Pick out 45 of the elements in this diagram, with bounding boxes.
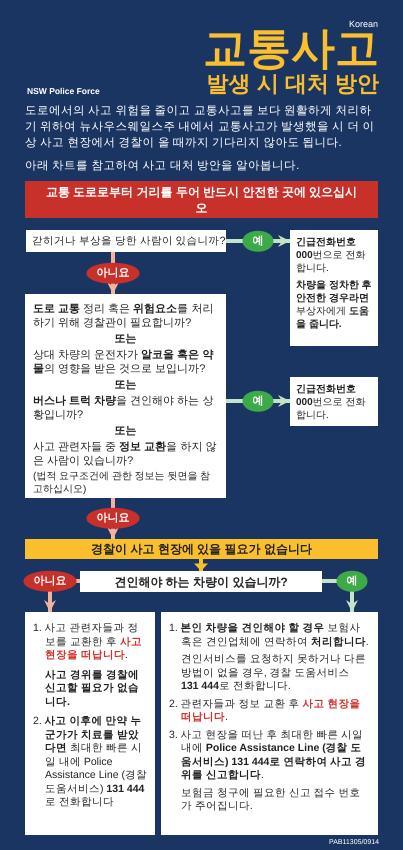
organisation-name: NSW Police Force [27, 85, 100, 98]
node-text: 상대 차량의 운전자가 알코올 혹은 약물의 영향을 받은 것으로 보입니까? [33, 348, 214, 376]
node-text: 3. 사고 현장을 떠난 후 최대한 빠른 시일 내에 Police Assistance Line (경찰 도움서비스) 131 444로 연락하여 사고 경위를 신고합니다. [169, 728, 368, 782]
node-text: 보험금 청구에 필요한 신고 접수 번호가 주어집니다. [180, 786, 362, 814]
instruction-box [161, 612, 378, 835]
intro-paragraph: 도로에서의 사고 위험을 줄이고 교통사고를 보다 원활하게 처리하기 위하여 뉴사우스웨일스주 내에서 교통사고가 발생했을 시 더 이상 사고 현장에서 경찰이 올 때까지 기다리지 않아도 됩니다. [25, 104, 376, 151]
node-text: 또는 [114, 424, 138, 438]
node-text: 견인해야 하는 차량이 있습니까? [114, 574, 288, 590]
node-text: 1. 사고 관련자들과 정보를 교환한 후 사고 현장을 떠납니다. [33, 622, 143, 662]
node-text: 2. 사고 이후에 만약 누군가가 치료를 받았다면 최대한 빠른 시일 내에 Police Assistance Line (경찰 도움서비스) 131 444로 전화합니다 [33, 715, 147, 810]
node-text: (법적 요구조건에 관한 정보는 뒷면을 참고하십시오) [33, 470, 212, 496]
node-text: 사고 관련자들 중 정보 교환을 하지 않은 사람이 있습니까? [33, 440, 218, 468]
node-text: 사고 경위를 경찰에 신고할 필요가 없습니다. [44, 668, 140, 709]
node-text: 경찰이 사고 현장에 있을 필요가 없습니다 [91, 541, 312, 558]
node-text: 1. 본인 차량을 견인해야 할 경우 보험사 혹은 견인업체에 연락하여 처리합니다. [169, 622, 370, 649]
node-text: 또는 [114, 378, 138, 392]
question-box [25, 294, 226, 498]
node-text: 교통 도로로부터 거리를 두어 반드시 안전한 곳에 있으십시오 [44, 184, 358, 216]
edge-label: 아니요 [86, 508, 140, 528]
node-text: 긴급전화번호 000번으로 전화합니다. [296, 236, 366, 275]
node-text: 버스나 트럭 차량을 견인해야 하는 상황입니까? [33, 394, 214, 422]
title: 교통사고 [203, 26, 379, 72]
node-text: 또는 [114, 332, 138, 346]
subtitle: 발생 시 대처 방안 [206, 72, 379, 96]
edge-label: 예 [242, 230, 274, 252]
node-text: 차량을 정차한 후 안전한 경우라면 부상자에게 도움을 줍니다. [296, 279, 372, 331]
action-box [290, 377, 378, 426]
node-text: 도로 교통 정리 혹은 위험요소를 처리하기 위해 경찰관이 필요합니까? [33, 302, 214, 330]
node-text: 갇히거나 부상을 당한 사람이 있습니까? [32, 234, 226, 248]
language-label: Korean [348, 18, 378, 29]
edge-label: 예 [336, 570, 368, 592]
edge-label: 아니요 [24, 570, 76, 592]
instruction-box [25, 612, 155, 835]
arrow [194, 559, 208, 571]
node-text: 2. 관련자들과 정보 교환 후 사고 현장을 떠납니다. [169, 698, 362, 724]
node-text: 긴급전화번호 000번으로 전화합니다. [296, 383, 366, 422]
node-text: 견인서비스를 요청하지 못하거나 다른 방법이 없을 경우, 경찰 도움서비스 131 444로 전화합니다. [180, 653, 367, 694]
intro-paragraph: 아래 차트를 참고하여 사고 대처 방안을 알아봅니다. [25, 159, 300, 174]
edge-label: 예 [242, 390, 274, 412]
warning-banner [25, 181, 378, 218]
action-box [290, 230, 378, 346]
question-box [80, 571, 322, 592]
notice-banner [25, 539, 378, 559]
edge-label: 아니요 [86, 262, 140, 284]
question-box [26, 230, 226, 252]
